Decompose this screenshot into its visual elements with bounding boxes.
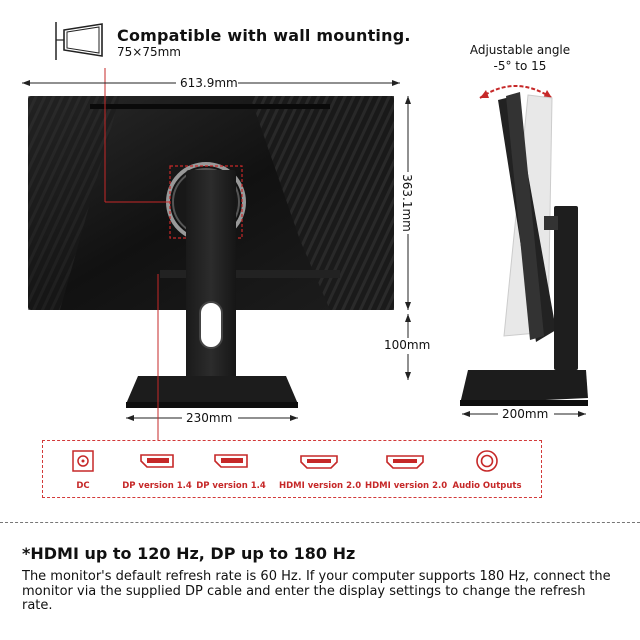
audio-jack-icon <box>476 450 498 472</box>
port-label: DC <box>76 481 90 491</box>
hdmi-icon <box>386 455 424 469</box>
section-divider <box>0 522 640 523</box>
port-label: HDMI version 2.0 <box>279 481 362 491</box>
tilt-title: Adjustable angle <box>469 43 571 57</box>
port-label: HDMI version 2.0 <box>365 481 448 491</box>
port-hdmi-2: HDMI version 2.0 <box>365 449 447 491</box>
port-dp-1: DP version 1.4 <box>117 449 197 491</box>
vesa-size: 75×75mm <box>117 45 181 59</box>
base-width-dimension: 230mm <box>186 411 233 425</box>
displayport-icon <box>214 454 248 468</box>
port-label: DP version 1.4 <box>122 481 192 491</box>
port-dc: DC <box>43 449 123 491</box>
ports-panel: DC DP version 1.4 DP version 1.4 HDMI ve… <box>42 440 542 498</box>
refresh-rate-note-body: The monitor's default refresh rate is 60… <box>22 569 611 613</box>
hdmi-icon <box>300 455 338 469</box>
port-label: Audio Outputs <box>452 481 522 491</box>
monitor-rear-illustration <box>22 68 411 440</box>
dc-jack-icon <box>72 450 94 472</box>
monitor-side-illustration <box>460 85 588 421</box>
port-hdmi-1: HDMI version 2.0 <box>279 449 361 491</box>
width-dimension: 613.9mm <box>180 76 238 90</box>
tilt-range: -5° to 15 <box>493 59 547 73</box>
wall-mount-title: Compatible with wall mounting. <box>117 26 411 45</box>
port-dp-2: DP version 1.4 <box>191 449 271 491</box>
height-dimension: 363.1mm <box>400 174 414 232</box>
port-label: DP version 1.4 <box>196 481 266 491</box>
port-audio: Audio Outputs <box>447 449 527 491</box>
stand-height-dimension: 100mm <box>384 338 431 352</box>
base-depth-dimension: 200mm <box>502 407 549 421</box>
wall-mount-icon <box>52 20 112 62</box>
refresh-rate-note-title: *HDMI up to 120 Hz, DP up to 180 Hz <box>22 544 356 563</box>
displayport-icon <box>140 454 174 468</box>
